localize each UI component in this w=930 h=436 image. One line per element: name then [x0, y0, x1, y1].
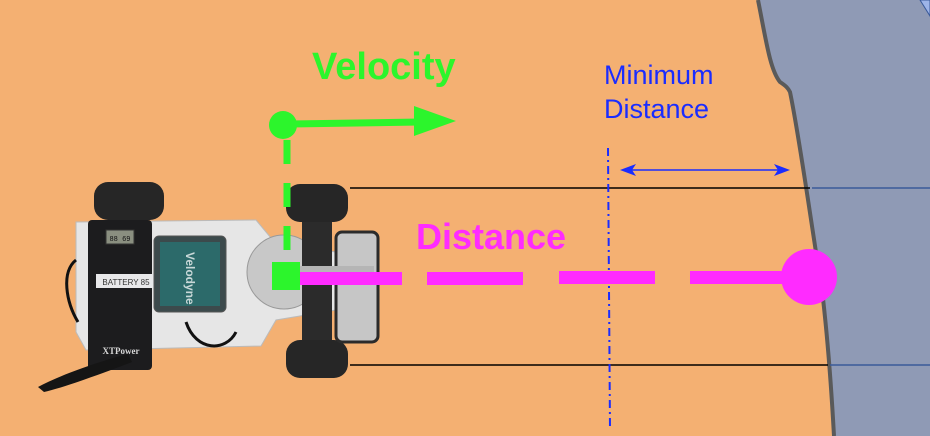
front-wheel-bottom	[286, 340, 348, 378]
antenna	[38, 354, 132, 392]
minimum-distance-label-line2: Distance	[604, 94, 710, 124]
battery-label-tape	[96, 274, 156, 288]
wall-outline	[756, 0, 836, 436]
battery-label-text: BATTERY 85	[102, 278, 150, 287]
min-distance-threshold-line	[607, 147, 611, 431]
robot-image: 88 69 BATTERY 85 XTPower Velodyne	[38, 182, 380, 392]
arrow-left-head-icon	[620, 164, 636, 176]
battery-display-reading: 88 69	[109, 236, 130, 244]
battery-pack	[88, 220, 152, 370]
minimum-distance-label-line1: Minimum	[604, 60, 714, 90]
front-bumper	[334, 230, 380, 344]
arrow-right-head-icon	[774, 164, 790, 176]
velocity-label: Velocity	[312, 46, 456, 88]
battery-brand-text: XTPower	[103, 346, 140, 356]
battery-display	[105, 229, 135, 245]
minimum-distance-label: Minimum Distance	[604, 58, 714, 126]
rear-wheel-top	[94, 182, 164, 220]
wall-corner-highlight	[919, 0, 930, 17]
wall-region	[758, 0, 930, 436]
min-distance-arrow	[620, 164, 790, 176]
distance-label: Distance	[416, 216, 567, 257]
front-axle	[302, 202, 332, 362]
front-wheel-top	[286, 184, 348, 222]
distance-endpoint-dot	[781, 249, 837, 305]
sensor-bracket	[294, 266, 374, 280]
lidar-brand-text: Velodyne	[183, 252, 197, 305]
